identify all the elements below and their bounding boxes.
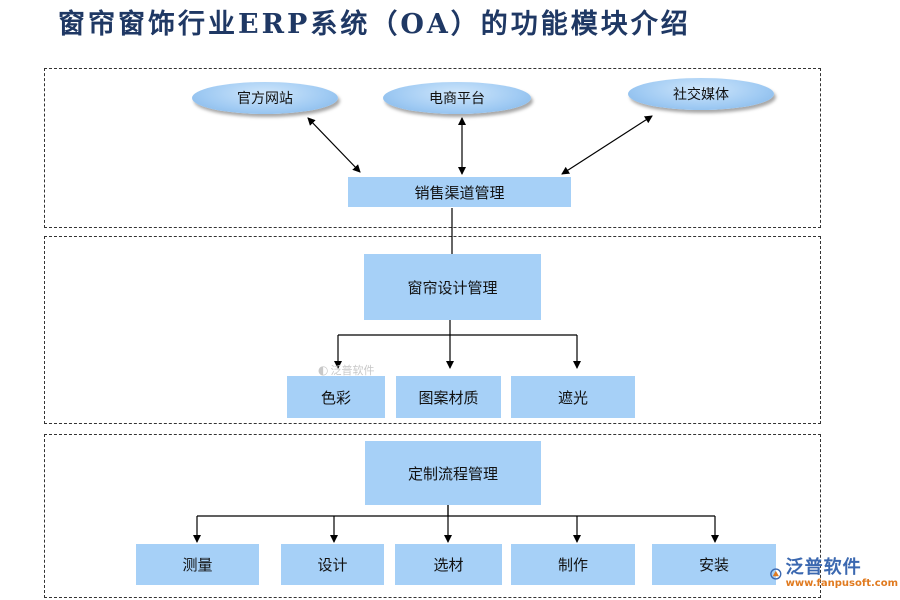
design-step-node: 设计 [281,544,384,585]
social-media-node: 社交媒体 [628,78,774,110]
sales-channel-section [44,68,821,228]
measure-node: 测量 [136,544,259,585]
shading-node: 遮光 [511,376,635,418]
material-selection-node: 选材 [395,544,502,585]
ecommerce-node: 电商平台 [383,82,531,114]
pattern-material-node: 图案材质 [396,376,501,418]
installation-node: 安装 [652,544,776,585]
customization-process-node: 定制流程管理 [365,441,541,505]
watermark: ◐ 泛普软件 [318,363,375,377]
fanpusoft-logo: 泛普软件 www.fanpusoft.com [770,553,898,595]
page-title: 窗帘窗饰行业ERP系统（OA）的功能模块介绍 [58,9,691,40]
curtain-design-node: 窗帘设计管理 [364,254,541,320]
watermark-logo-icon: ◐ [318,363,329,377]
sales-channel-node: 销售渠道管理 [348,177,571,207]
logo-name: 泛普软件 [785,557,862,578]
manufacturing-node: 制作 [511,544,635,585]
website-node: 官方网站 [192,82,338,114]
customization-process-section [44,434,821,598]
logo-url: www.fanpusoft.com [785,578,898,589]
fanpusoft-logo-icon [770,568,782,580]
curtain-design-section [44,236,821,424]
color-node: 色彩 [287,376,385,418]
